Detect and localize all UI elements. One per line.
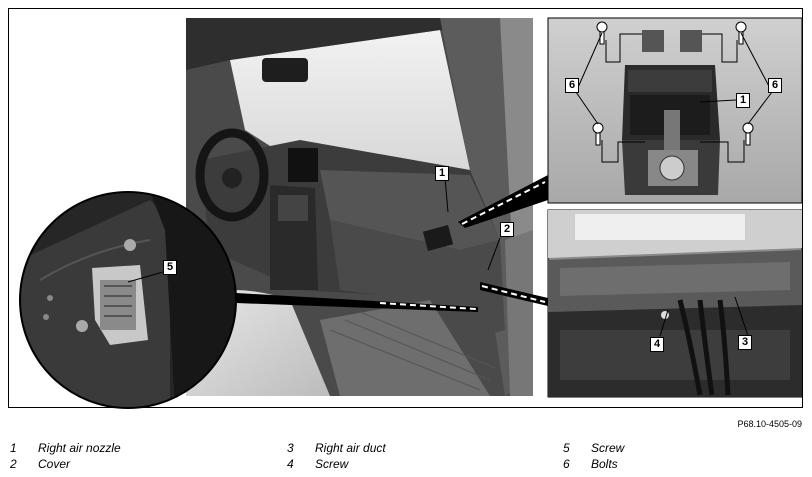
callout-3: 3 — [738, 335, 752, 350]
callout-1: 1 — [435, 166, 449, 181]
diagram-artwork — [19, 17, 803, 409]
callout-1-inset: 1 — [736, 93, 750, 108]
figure-reference: P68.10-4505-09 — [737, 419, 802, 429]
inset-top-right — [547, 17, 803, 204]
inset-bottom-right — [547, 209, 803, 398]
callout-4: 4 — [650, 337, 664, 352]
callout-6-left: 6 — [565, 78, 579, 93]
callout-5: 5 — [163, 260, 177, 275]
circle-detail — [19, 191, 237, 409]
callout-6-right: 6 — [768, 78, 782, 93]
callout-2: 2 — [500, 222, 514, 237]
main-photo — [186, 18, 533, 396]
